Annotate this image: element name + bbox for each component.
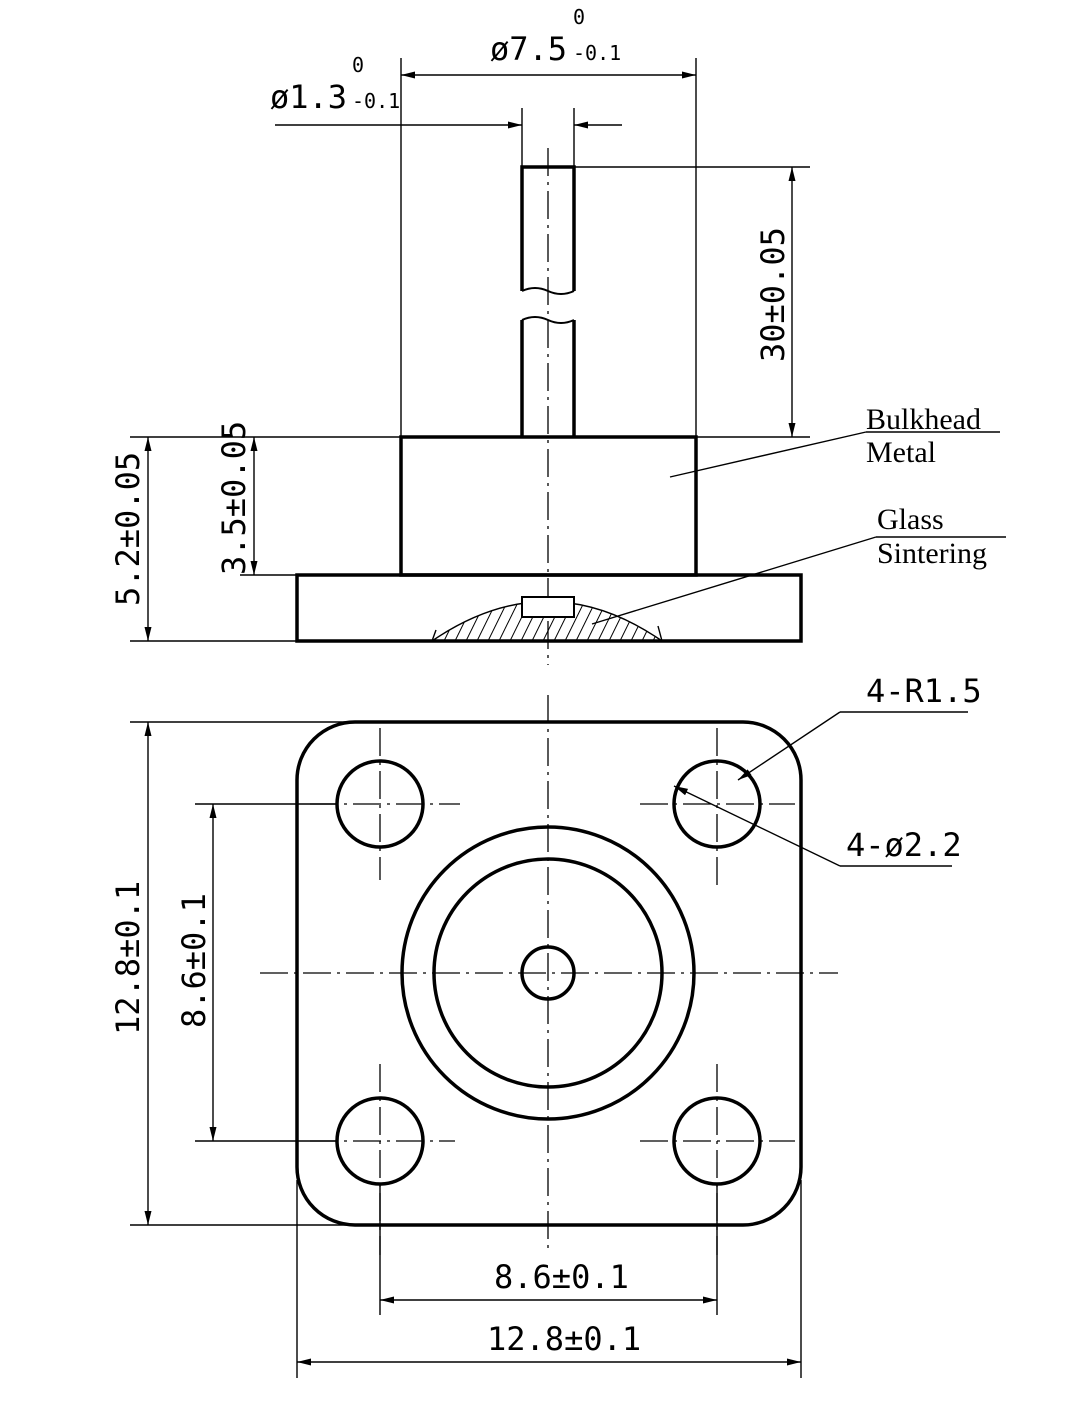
dim-flange-v-text: 12.8±0.1 — [109, 881, 147, 1035]
dim-pin-length-text: 30±0.05 — [754, 227, 792, 362]
dim-outer-dia-upper: 0 — [573, 5, 585, 29]
hatch-line — [686, 580, 716, 641]
flange — [295, 573, 803, 643]
leader-bulkhead-metal — [669, 431, 867, 478]
hatch-line — [719, 580, 749, 641]
side-view: ø7.5 0 -0.1 ø1.3 0 -0.1 30±0.05 3.5±0.05… — [109, 5, 1006, 665]
dim-outer-dia-text: ø7.5 — [490, 30, 567, 68]
pin-socket — [521, 596, 575, 618]
bulkhead-inner-circle — [432, 857, 664, 1089]
pin-break-lower — [521, 316, 575, 324]
dim-hole-spacing-v-text: 8.6±0.1 — [175, 893, 213, 1028]
hatch-line — [652, 601, 662, 641]
pin-lower-segment — [520, 320, 576, 437]
glass-sintering — [400, 580, 749, 642]
hatch-line — [487, 601, 519, 641]
pin-upper-segment — [520, 165, 576, 291]
flange-outline — [295, 720, 803, 1227]
hatch-line — [400, 580, 430, 641]
leader-corner-radius — [737, 711, 841, 781]
pin-break-upper — [521, 287, 575, 295]
hatch-line — [498, 601, 530, 641]
label-bulkhead: Bulkhead — [866, 403, 981, 436]
hatch-line — [708, 580, 738, 641]
dim-outer-dia-lower: -0.1 — [573, 41, 621, 65]
dim-pin-dia-text: ø1.3 — [270, 78, 347, 116]
pin-circle — [520, 945, 576, 1001]
hole-centerlines — [310, 728, 795, 1255]
hatch-line — [641, 601, 662, 641]
top-view: 12.8±0.1 8.6±0.1 8.6±0.1 12.8±0.1 4-R1.5… — [109, 672, 982, 1378]
hatch-line — [697, 580, 727, 641]
hatch-line — [675, 580, 705, 641]
dim-body-height-text: 3.5±0.05 — [215, 421, 253, 575]
dim-hole-spacing-h-text: 8.6±0.1 — [494, 1258, 629, 1296]
label-hole-dia: 4-ø2.2 — [846, 826, 962, 864]
dim-pin-dia-lower: -0.1 — [352, 89, 400, 113]
leader-hole-dia — [673, 785, 841, 867]
leader-glass-sintering — [591, 536, 877, 625]
label-metal: Metal — [866, 436, 936, 469]
dim-total-height-text: 5.2±0.05 — [109, 452, 147, 606]
dim-flange-h-text: 12.8±0.1 — [487, 1320, 641, 1358]
hatch-line — [586, 601, 618, 641]
label-corner-radius: 4-R1.5 — [866, 672, 982, 710]
bulkhead-outer-circle — [400, 825, 696, 1121]
hatch-line — [664, 580, 694, 641]
label-sintering: Sintering — [877, 537, 987, 570]
label-glass: Glass — [877, 503, 944, 536]
hatch-line — [564, 601, 596, 641]
hatch-line — [575, 601, 607, 641]
dim-pin-dia-upper: 0 — [352, 53, 364, 77]
hatch-line — [432, 601, 442, 641]
